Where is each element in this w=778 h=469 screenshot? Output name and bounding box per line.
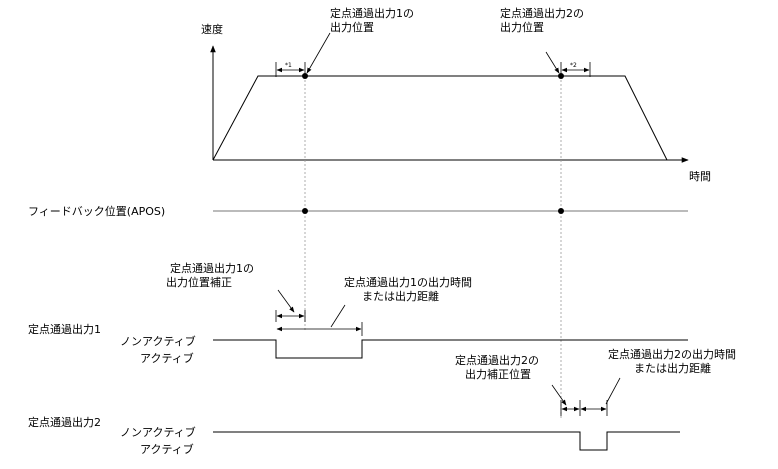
feedback-marker-1 (302, 208, 308, 214)
output1-position-label: 定点通過出力1の 出力位置 (330, 6, 418, 34)
output2-active-label: アクティブ (140, 442, 194, 456)
feedback-label: フィードバック位置(APOS) (28, 204, 165, 218)
output2-position-label: 定点通過出力2の 出力位置 (500, 6, 588, 34)
output1-waveform (213, 339, 688, 359)
output1-compensation-leader (277, 289, 295, 313)
velocity-y-axis-label: 速度 (201, 22, 223, 36)
velocity-profile (212, 75, 668, 161)
output1-signal-label: 定点通過出力1 (28, 322, 101, 336)
output1-inactive-label: ノンアクティブ (120, 334, 196, 348)
feedback-marker-2 (558, 208, 564, 214)
output1-label-leader (306, 32, 331, 74)
output1-compensation-label: 定点通過出力1の 出力位置補正 (166, 261, 258, 289)
note2-label: *2 (570, 62, 577, 69)
output1-active-label: アクティブ (140, 351, 194, 365)
output2-duration-label: 定点通過出力2の出力時間 または出力距離 (608, 347, 740, 375)
output2-signal-label: 定点通過出力2 (28, 415, 101, 429)
output2-compensation-leader (551, 384, 567, 406)
output2-duration-leader (605, 377, 621, 405)
output1-duration-label: 定点通過出力1の出力時間 または出力距離 (344, 275, 476, 303)
output1-duration-leader (330, 304, 346, 328)
output2-compensation-label: 定点通過出力2の 出力補正位置 (455, 353, 543, 381)
output2-waveform (213, 431, 680, 451)
note1-label: *1 (285, 62, 292, 69)
output2-label-leader (545, 51, 560, 74)
output2-inactive-label: ノンアクティブ (120, 425, 196, 439)
velocity-x-axis-label: 時間 (689, 170, 711, 183)
